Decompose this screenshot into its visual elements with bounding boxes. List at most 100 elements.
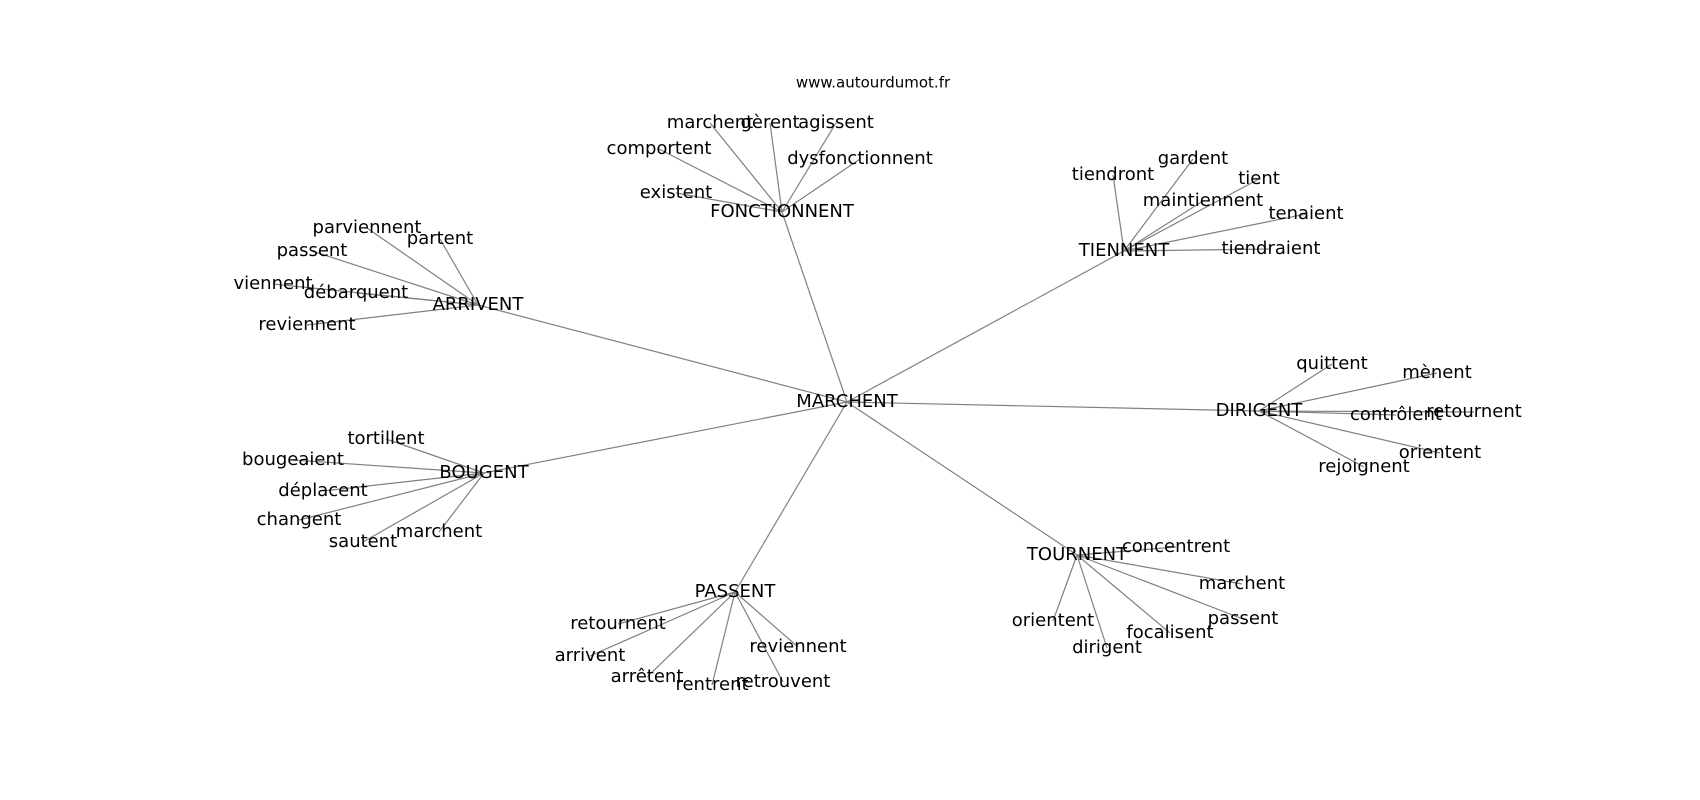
edge-cluster-to-word bbox=[298, 472, 485, 521]
word-node[interactable]: marchent bbox=[396, 521, 482, 542]
word-node[interactable]: viennent bbox=[233, 273, 312, 294]
edge-cluster-to-word bbox=[1076, 554, 1108, 649]
word-node[interactable]: tiendront bbox=[1072, 164, 1154, 185]
word-node[interactable]: concentrent bbox=[1122, 536, 1230, 557]
edge-cluster-to-word bbox=[617, 591, 736, 625]
edge-cluster-to-word bbox=[1258, 372, 1438, 412]
edge-cluster-to-word bbox=[658, 148, 783, 213]
center-node[interactable]: MARCHENT bbox=[796, 391, 898, 412]
word-node[interactable]: mènent bbox=[1402, 362, 1472, 383]
edge-cluster-to-word bbox=[438, 472, 485, 533]
word-node[interactable]: marchent bbox=[1199, 573, 1285, 594]
word-node[interactable]: gardent bbox=[1158, 148, 1229, 169]
edge-center-to-cluster bbox=[477, 304, 848, 403]
word-node[interactable]: agissent bbox=[798, 112, 874, 133]
word-node[interactable]: passent bbox=[277, 240, 348, 261]
word-node[interactable]: tenaient bbox=[1268, 203, 1343, 224]
edge-cluster-to-word bbox=[1123, 248, 1272, 252]
edge-cluster-to-word bbox=[734, 591, 799, 648]
word-node[interactable]: quittent bbox=[1296, 353, 1368, 374]
edge-cluster-to-word bbox=[439, 238, 479, 306]
cluster-node[interactable]: FONCTIONNENT bbox=[710, 201, 855, 222]
word-node[interactable]: tortillent bbox=[347, 428, 424, 449]
word-node[interactable]: focalisent bbox=[1126, 622, 1213, 643]
edge-cluster-to-word bbox=[1123, 213, 1307, 252]
edge-cluster-to-word bbox=[322, 472, 485, 492]
edge-cluster-to-word bbox=[1258, 410, 1475, 413]
word-node[interactable]: arrêtent bbox=[611, 666, 684, 687]
edge-cluster-to-word bbox=[1076, 554, 1244, 620]
word-node[interactable]: orientent bbox=[1399, 442, 1482, 463]
edge-cluster-to-word bbox=[709, 122, 783, 213]
word-node[interactable]: comportent bbox=[607, 138, 712, 159]
word-node[interactable]: existent bbox=[640, 182, 712, 203]
word-node[interactable]: orientent bbox=[1012, 610, 1095, 631]
edge-cluster-to-word bbox=[734, 591, 784, 683]
edge-cluster-to-word bbox=[1123, 178, 1260, 252]
edge-cluster-to-word bbox=[646, 591, 736, 678]
edge-center-to-cluster bbox=[734, 401, 848, 593]
word-node[interactable]: bougeaient bbox=[242, 449, 344, 470]
edge-center-to-cluster bbox=[781, 211, 848, 403]
edge-center-to-cluster bbox=[846, 401, 1078, 556]
edge-cluster-to-word bbox=[781, 122, 837, 213]
word-node[interactable]: partent bbox=[407, 228, 473, 249]
edge-cluster-to-word bbox=[711, 591, 736, 686]
edge-cluster-to-word bbox=[1076, 546, 1177, 556]
word-node[interactable]: arrivent bbox=[555, 645, 626, 666]
edge-cluster-to-word bbox=[1076, 554, 1243, 585]
word-node[interactable]: tient bbox=[1238, 168, 1280, 189]
edge-cluster-to-word bbox=[292, 459, 485, 474]
word-node[interactable]: contrôlent bbox=[1350, 404, 1442, 425]
word-node[interactable]: changent bbox=[257, 509, 342, 530]
word-node[interactable]: marchent bbox=[667, 112, 753, 133]
edge-cluster-to-word bbox=[769, 122, 783, 213]
cluster-node[interactable]: DIRIGENT bbox=[1216, 400, 1304, 421]
cluster-node[interactable]: BOUGENT bbox=[439, 462, 529, 483]
word-node[interactable]: retournent bbox=[1426, 401, 1522, 422]
graph-edges bbox=[272, 122, 1475, 686]
word-node[interactable]: maintiennent bbox=[1143, 190, 1263, 211]
edge-cluster-to-word bbox=[366, 227, 479, 306]
word-node[interactable]: passent bbox=[1208, 608, 1279, 629]
cluster-node[interactable]: TIENNENT bbox=[1078, 240, 1170, 261]
word-node[interactable]: parviennent bbox=[313, 217, 422, 238]
word-node[interactable]: tiendraient bbox=[1222, 238, 1321, 259]
edge-cluster-to-word bbox=[1052, 554, 1078, 622]
cluster-node[interactable]: ARRIVENT bbox=[433, 294, 525, 315]
edge-cluster-to-word bbox=[1123, 200, 1204, 252]
word-node[interactable]: sautent bbox=[329, 531, 397, 552]
edge-cluster-to-word bbox=[1123, 158, 1194, 252]
edge-cluster-to-word bbox=[1258, 363, 1333, 412]
word-node[interactable]: reviennent bbox=[749, 636, 846, 657]
edge-cluster-to-word bbox=[311, 250, 479, 306]
source-credit[interactable]: www.autourdumot.fr bbox=[796, 74, 951, 92]
word-node[interactable]: rentrent bbox=[675, 674, 748, 695]
edge-center-to-cluster bbox=[846, 401, 1260, 412]
cluster-node[interactable]: TOURNENT bbox=[1026, 544, 1128, 565]
word-node[interactable]: dirigent bbox=[1072, 637, 1142, 658]
edge-cluster-to-word bbox=[1258, 410, 1441, 454]
edge-cluster-to-word bbox=[1258, 410, 1365, 468]
word-node[interactable]: dysfonctionnent bbox=[787, 148, 933, 169]
word-node[interactable]: reviennent bbox=[258, 314, 355, 335]
edge-cluster-to-word bbox=[1076, 554, 1171, 634]
edge-cluster-to-word bbox=[385, 438, 485, 474]
word-node[interactable]: retrouvent bbox=[736, 671, 831, 692]
edge-cluster-to-word bbox=[362, 472, 485, 543]
edge-cluster-to-word bbox=[675, 192, 783, 213]
word-node[interactable]: débarquent bbox=[304, 282, 408, 303]
word-node[interactable]: déplacent bbox=[278, 480, 367, 501]
edge-cluster-to-word bbox=[781, 158, 861, 213]
edge-cluster-to-word bbox=[1112, 174, 1125, 252]
word-node[interactable]: gèrent bbox=[740, 112, 799, 133]
edge-cluster-to-word bbox=[589, 591, 736, 657]
word-node[interactable]: rejoignent bbox=[1318, 456, 1409, 477]
edge-cluster-to-word bbox=[355, 292, 479, 306]
edge-center-to-cluster bbox=[483, 401, 848, 474]
word-node[interactable]: retournent bbox=[570, 613, 666, 634]
cluster-node[interactable]: PASSENT bbox=[695, 581, 777, 602]
edge-cluster-to-word bbox=[306, 304, 479, 326]
